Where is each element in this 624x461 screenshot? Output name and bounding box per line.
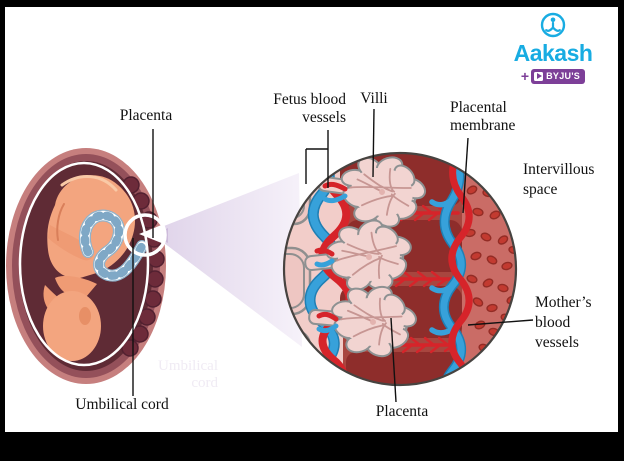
byjus-play-icon <box>534 71 544 81</box>
detail-circle-rim <box>282 151 518 387</box>
aakash-icon <box>540 12 566 38</box>
brand-title: Aakash <box>513 40 593 66</box>
magnifier-wedge <box>139 224 164 244</box>
magnifier-circle <box>123 213 167 257</box>
label-placental-membrane: Placental membrane <box>450 99 516 134</box>
membrane-vessels <box>429 153 473 385</box>
label-fetus-blood-vessels: Fetus blood vessels <box>273 91 346 126</box>
label-placenta-left: Placenta <box>119 107 173 124</box>
brand-logo: Aakash + BYJU'S <box>494 12 612 84</box>
brand-badge: + BYJU'S <box>520 68 586 84</box>
label-villi: Villi <box>360 90 388 107</box>
umbilical-cord-coil <box>78 209 148 282</box>
label-umbilical-cord: Umbilical cord <box>75 396 169 413</box>
watermark-line: Umbilical <box>158 358 218 374</box>
zoom-beam <box>164 173 302 347</box>
blood-cells <box>464 160 516 375</box>
label-placenta-bottom: Placenta <box>375 403 429 420</box>
fetus-figure <box>43 174 136 361</box>
watermark-line: cord <box>191 375 218 391</box>
watermark: Umbilical cord <box>148 358 218 392</box>
womb-illustration <box>6 148 166 384</box>
leader-lines <box>132 108 534 403</box>
amniotic-sac-outline <box>18 161 150 367</box>
byjus-text: BYJU'S <box>546 71 581 81</box>
vessel-spurs <box>314 181 348 334</box>
label-mothers-blood-vessels: Mother’s blood vessels <box>535 294 592 351</box>
plus-sign: + <box>520 68 530 84</box>
label-intervillous-space: Intervillous space <box>523 161 595 198</box>
